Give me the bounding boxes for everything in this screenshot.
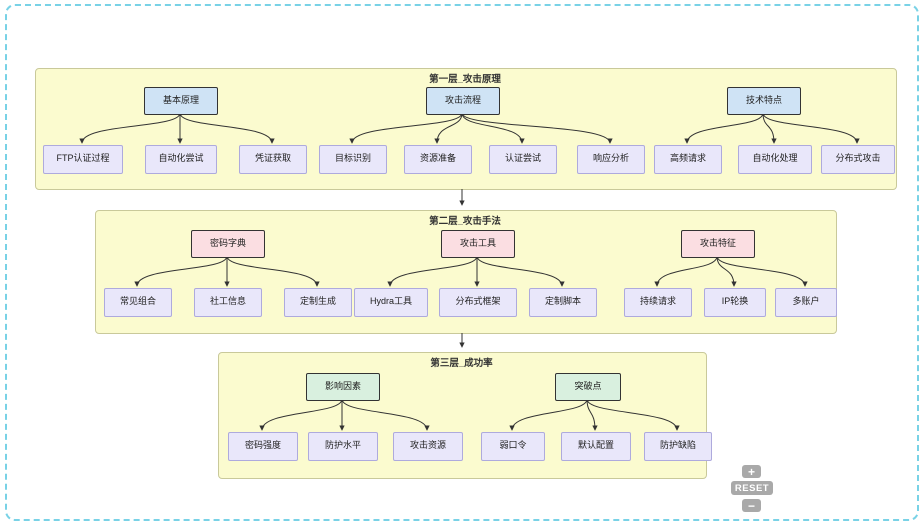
child-node: IP轮换 — [704, 287, 766, 317]
reset-button[interactable]: RESET — [731, 481, 773, 495]
child-node: 自动化尝试 — [145, 144, 217, 174]
child-node: 定制脚本 — [529, 287, 597, 317]
child-node: 弱口令 — [481, 431, 545, 461]
child-node: 资源准备 — [404, 144, 472, 174]
parent-node: 攻击工具 — [441, 230, 515, 258]
child-node: 攻击资源 — [393, 431, 463, 461]
child-node: 定制生成 — [284, 287, 352, 317]
child-node: 密码强度 — [228, 431, 298, 461]
parent-node: 攻击流程 — [426, 87, 500, 115]
child-node: 高频请求 — [654, 144, 722, 174]
layer-title: 第一层_攻击原理 — [429, 74, 501, 85]
child-node: 常见组合 — [104, 287, 172, 317]
child-node: FTP认证过程 — [43, 144, 123, 174]
child-node: Hydra工具 — [354, 287, 428, 317]
child-node: 社工信息 — [194, 287, 262, 317]
child-node: 响应分析 — [577, 144, 645, 174]
child-node: 防护缺陷 — [644, 431, 712, 461]
child-node: 自动化处理 — [738, 144, 812, 174]
zoom-out-button[interactable]: − — [742, 499, 761, 512]
parent-node: 突破点 — [555, 373, 621, 401]
layer-title: 第二层_攻击手法 — [429, 216, 501, 227]
child-node: 持续请求 — [624, 287, 692, 317]
parent-node: 影响因素 — [306, 373, 380, 401]
layer-title: 第三层_成功率 — [430, 358, 493, 369]
child-node: 分布式攻击 — [821, 144, 895, 174]
parent-node: 基本原理 — [144, 87, 218, 115]
child-node: 默认配置 — [561, 431, 631, 461]
child-node: 认证尝试 — [489, 144, 557, 174]
zoom-in-button[interactable]: + — [742, 465, 761, 478]
parent-node: 攻击特征 — [681, 230, 755, 258]
parent-node: 密码字典 — [191, 230, 265, 258]
child-node: 防护水平 — [308, 431, 378, 461]
child-node: 分布式框架 — [439, 287, 517, 317]
child-node: 多账户 — [775, 287, 837, 317]
child-node: 目标识别 — [319, 144, 387, 174]
child-node: 凭证获取 — [239, 144, 307, 174]
parent-node: 技术特点 — [727, 87, 801, 115]
